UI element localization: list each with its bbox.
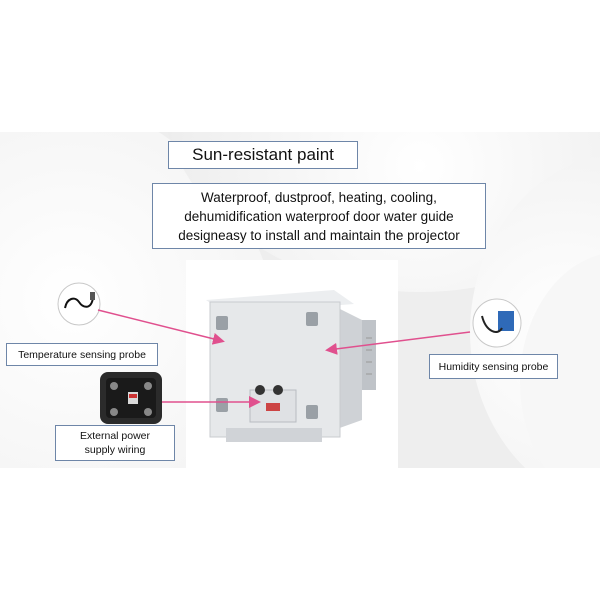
humidity-probe-text: Humidity sensing probe xyxy=(438,360,549,373)
description-line: dehumidification waterproof door water g… xyxy=(184,208,454,224)
product-photo xyxy=(186,260,398,468)
description-line: designeasy to install and maintain the p… xyxy=(178,227,460,243)
power-wiring-icon xyxy=(100,372,162,424)
temperature-probe-icon xyxy=(57,282,101,326)
temperature-probe-text: Temperature sensing probe xyxy=(18,348,146,361)
title-text: Sun-resistant paint xyxy=(192,145,334,164)
humidity-probe-icon xyxy=(472,298,522,348)
enclosure-illustration xyxy=(206,290,376,442)
description-line: Waterproof, dustproof, heating, cooling, xyxy=(201,189,437,205)
humidity-probe-label: Humidity sensing probe xyxy=(429,354,558,379)
temperature-probe-label: Temperature sensing probe xyxy=(6,343,158,366)
description-box: Waterproof, dustproof, heating, cooling,… xyxy=(152,183,486,249)
power-wiring-text-line2: supply wiring xyxy=(84,444,146,456)
power-wiring-label: External power supply wiring xyxy=(55,425,175,461)
power-wiring-text-line1: External power xyxy=(79,430,151,442)
title-label: Sun-resistant paint xyxy=(168,141,358,169)
